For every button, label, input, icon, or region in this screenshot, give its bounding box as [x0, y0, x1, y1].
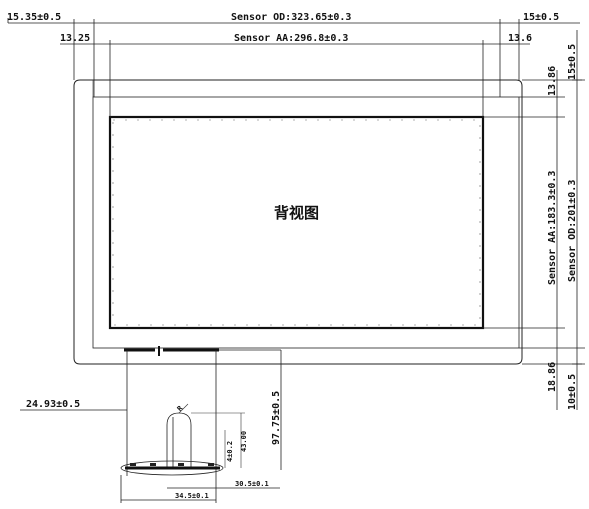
top-dimensions: 15.35±0.5 Sensor OD:323.65±0.3 15±0.5 13…: [7, 12, 580, 117]
dim-right-aa-offset: 13.6: [508, 33, 532, 44]
right-dimensions: 15±0.5 13.86 Sensor AA:183.3±0.3 Sensor …: [483, 30, 585, 410]
dim-top-aa-offset-v: 13.86: [547, 66, 558, 96]
view-label: 背视图: [274, 204, 319, 222]
dim-fpc-connector-width: 34.5±0.1: [175, 492, 209, 500]
dim-fpc-bend-radius: R: [176, 404, 185, 413]
dim-left-margin-top: 15.35±0.5: [7, 12, 61, 23]
dim-sensor-od-height: Sensor OD:201±0.3: [567, 180, 578, 282]
dim-right-top-margin-v: 15±0.5: [567, 44, 578, 80]
dim-fpc-tail-width: 30.5±0.1: [235, 480, 269, 488]
outer-frame: [73, 79, 523, 365]
dim-left-aa-offset: 13.25: [60, 33, 90, 44]
sensor-od-outline: [92, 96, 520, 349]
dim-fpc-small-a: 4±0.2: [226, 441, 234, 462]
dim-bottom-aa-offset-v: 18.86: [547, 362, 558, 392]
dim-sensor-aa-width: Sensor AA:296.8±0.3: [234, 33, 348, 44]
fpc-cable: 24.93±0.5 97.75±0.5 R 4±0.2 43.00 30.5±0…: [20, 346, 282, 503]
dim-bottom-margin-v: 10±0.5: [567, 374, 578, 410]
dim-fpc-left-offset: 24.93±0.5: [26, 399, 80, 410]
sensor-aa-area: [108, 115, 485, 330]
dim-sensor-od-width: Sensor OD:323.65±0.3: [231, 12, 351, 23]
dim-right-margin-top: 15±0.5: [523, 12, 559, 23]
dim-sensor-aa-height: Sensor AA:183.3±0.3: [547, 171, 558, 285]
dim-fpc-length: 97.75±0.5: [271, 391, 282, 445]
dim-fpc-small-b: 43.00: [240, 431, 248, 452]
